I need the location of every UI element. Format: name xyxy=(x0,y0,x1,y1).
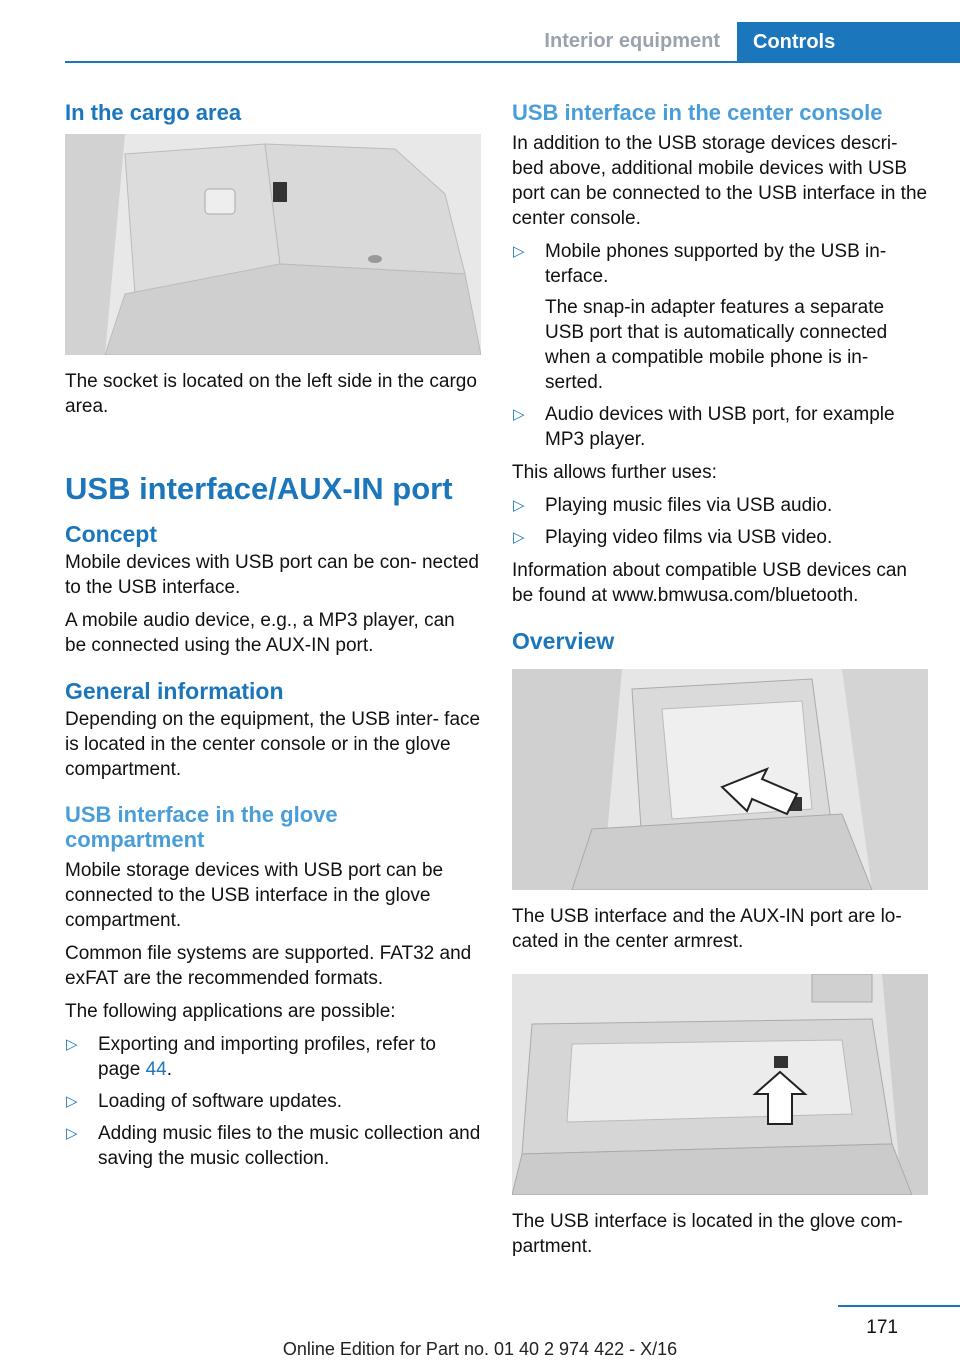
overview-caption: The USB interface and the AUX-IN port ar… xyxy=(512,906,902,952)
cargo-area-illustration xyxy=(65,134,481,355)
applications-list: ▷Exporting and importing profiles, refer… xyxy=(65,1032,481,1171)
bullet-marker-icon: ▷ xyxy=(513,497,525,514)
glove-paragraph-2: Common file systems are supported. FAT32… xyxy=(65,943,472,989)
cargo-area-caption: The socket is located on the left side i… xyxy=(65,371,477,417)
page-number: 171 xyxy=(866,1317,898,1338)
cargo-area-heading: In the cargo area xyxy=(65,100,242,125)
center-armrest-illustration xyxy=(512,669,928,890)
header-rule xyxy=(65,61,960,63)
list-item: ▷Exporting and importing profiles, refer… xyxy=(66,1034,436,1080)
general-info-heading: General information xyxy=(65,678,284,704)
concept-heading: Concept xyxy=(65,521,157,547)
list-item: ▷Adding music files to the music collect… xyxy=(66,1123,481,1169)
uses-list: ▷Playing music files via USB audio. ▷Pla… xyxy=(512,493,928,550)
uses-paragraph: This allows further uses: xyxy=(512,462,717,483)
concept-paragraph-1: Mobile devices with USB port can be con‐… xyxy=(65,552,479,598)
list-item: ▷Audio devices with USB port, for exampl… xyxy=(513,404,895,450)
bullet-marker-icon: ▷ xyxy=(66,1125,78,1142)
overview-heading: Overview xyxy=(512,628,615,654)
list-item: ▷Mobile phones supported by the USB in‐ … xyxy=(512,239,928,395)
glove-compartment-illustration xyxy=(512,974,928,1195)
cargo-area-drawing xyxy=(65,134,481,355)
right-column: USB interface in the center console In a… xyxy=(512,100,928,1267)
bullet-marker-icon: ▷ xyxy=(66,1093,78,1110)
list-item-note: The snap-in adapter features a separate … xyxy=(545,297,888,393)
glove-paragraph-1: Mobile storage devices with USB port can… xyxy=(65,860,444,931)
list-item: ▷Playing music files via USB audio. xyxy=(513,495,833,516)
running-header-section: Interior equipment xyxy=(544,30,720,52)
bullet-marker-icon: ▷ xyxy=(513,529,525,546)
footer-edition: Online Edition for Part no. 01 40 2 974 … xyxy=(282,1339,678,1359)
page-link[interactable]: 44 xyxy=(145,1059,167,1080)
glove-caption: The USB interface is located in the glov… xyxy=(512,1211,903,1257)
running-header-tab: Controls xyxy=(737,22,960,63)
glove-paragraph-3: The following applications are possible: xyxy=(65,1001,396,1022)
glove-compartment-drawing xyxy=(512,974,928,1195)
usb-aux-heading: USB interface/AUX-IN port xyxy=(65,471,453,506)
list-item: ▷Loading of software updates. xyxy=(66,1091,343,1112)
center-console-heading: USB interface in the center console xyxy=(512,100,883,125)
list-item: ▷Playing video films via USB video. xyxy=(513,527,833,548)
bullet-marker-icon: ▷ xyxy=(513,243,525,260)
left-column: In the cargo area The socket is located … xyxy=(65,100,481,1179)
bullet-marker-icon: ▷ xyxy=(513,406,525,423)
general-info-paragraph: Depending on the equipment, the USB inte… xyxy=(65,709,481,780)
bullet-marker-icon: ▷ xyxy=(66,1036,78,1053)
center-armrest-drawing xyxy=(512,669,928,890)
page-number-rule xyxy=(838,1305,960,1307)
console-paragraph: In addition to the USB storage devices d… xyxy=(512,133,928,229)
concept-paragraph-2: A mobile audio device, e.g., a MP3 playe… xyxy=(65,610,455,656)
compatibility-info: Information about compatible USB devices… xyxy=(512,560,907,606)
glove-compartment-heading: USB interface in the glove compartment xyxy=(65,802,338,852)
supported-devices-list: ▷Mobile phones supported by the USB in‐ … xyxy=(512,239,928,452)
